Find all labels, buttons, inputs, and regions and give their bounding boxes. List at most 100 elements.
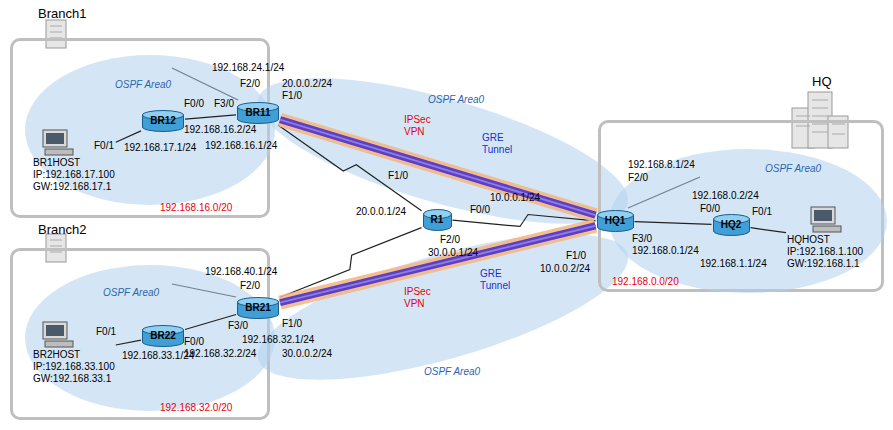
- window: [796, 116, 810, 117]
- router-name: BR21: [245, 302, 271, 314]
- window: [812, 108, 828, 109]
- pc-icon: [809, 206, 843, 234]
- window: [50, 252, 62, 253]
- host-address: IP:192.168.17.100: [33, 169, 115, 181]
- interface-label: 192.168.33.1/24: [122, 350, 194, 362]
- host-address: GW:192.168.1.1: [787, 258, 863, 270]
- host-address: GW:192.168.17.1: [33, 181, 115, 193]
- interface-label: 192.168.16.2/24: [184, 124, 256, 136]
- pc-base: [45, 149, 73, 155]
- router: HQ1: [597, 210, 634, 232]
- router: BR11: [237, 102, 279, 124]
- interface-label: 30.0.0.2/24: [282, 348, 332, 360]
- interface-label: F0/1: [94, 140, 114, 152]
- window: [812, 124, 828, 125]
- interface-label: F2/0: [240, 280, 260, 292]
- host-name: HQHOST: [787, 234, 863, 246]
- router-name: BR22: [150, 330, 176, 342]
- tunnel-label: GRE Tunnel: [482, 132, 522, 156]
- window: [832, 124, 845, 125]
- window: [50, 32, 62, 33]
- interface-label: F2/0: [240, 78, 260, 90]
- pc-base: [45, 341, 73, 347]
- interface-label: 192.168.32.2/24: [184, 348, 256, 360]
- interface-label: F0/1: [752, 206, 772, 218]
- router: BR22: [142, 325, 184, 347]
- pc-icon: [41, 321, 75, 349]
- window: [832, 134, 845, 135]
- tunnel-label: GRE Tunnel: [480, 268, 520, 292]
- pc-icon: [41, 129, 75, 157]
- interface-label: F0/1: [96, 326, 116, 338]
- area-label: OSPF Area0: [103, 287, 159, 299]
- ospf-ellipse: [609, 149, 887, 293]
- interface-label: 192.168.0.2/24: [692, 190, 759, 202]
- interface-label: F1/0: [566, 250, 586, 262]
- router: BR21: [237, 297, 279, 319]
- subnet-label: IPSec VPN: [404, 114, 440, 138]
- interface-label: 192.168.24.1/24: [212, 62, 284, 74]
- interface-label: 192.168.8.1/24: [628, 159, 695, 171]
- host-address: GW:192.168.33.1: [33, 373, 115, 385]
- host-name: BR2HOST: [33, 349, 115, 361]
- pc-screen: [811, 207, 835, 224]
- interface-label: F0/0: [700, 203, 720, 215]
- interface-label: F2/0: [440, 234, 460, 246]
- subnet-label: IPSec VPN: [404, 286, 440, 310]
- interface-label: 192.168.32.1/24: [242, 334, 314, 346]
- pc-screen: [43, 322, 67, 339]
- router: HQ2: [713, 214, 750, 236]
- interface-label: 20.0.0.2/24: [282, 78, 332, 90]
- window: [50, 240, 62, 241]
- subnet-label: 192.168.32.0/20: [160, 402, 232, 414]
- host-pc: HQHOSTIP:192.168.1.100GW:192.168.1.1: [787, 206, 863, 270]
- interface-label: 10.0.0.1/24: [490, 192, 540, 204]
- subnet-label: 192.168.16.0/20: [160, 202, 232, 214]
- window: [796, 126, 810, 127]
- interface-label: 20.0.0.1/24: [356, 206, 406, 218]
- interface-label: F1/0: [282, 90, 302, 102]
- router-name: BR12: [150, 115, 176, 127]
- building: [46, 20, 66, 48]
- area-label: OSPF Area0: [115, 79, 171, 91]
- pc-display: [46, 133, 64, 144]
- router: R1: [423, 209, 452, 231]
- site-name: Branch2: [38, 222, 86, 237]
- interface-label: 192.168.17.1/24: [124, 142, 196, 154]
- area-label: OSPF Area0: [428, 94, 484, 106]
- window: [50, 26, 62, 27]
- interface-label: 192.168.16.1/24: [205, 140, 277, 152]
- interface-label: F2/0: [628, 172, 648, 184]
- router-name: R1: [431, 214, 444, 226]
- pc-display: [814, 210, 832, 221]
- interface-label: F0/0: [184, 98, 204, 110]
- window: [50, 246, 62, 247]
- ospf-ellipse: [244, 48, 642, 254]
- window: [812, 132, 828, 133]
- host-name: BR1HOST: [33, 157, 115, 169]
- window: [812, 116, 828, 117]
- host-pc: BR1HOSTIP:192.168.17.100GW:192.168.17.1: [33, 129, 115, 193]
- interface-label: 192.168.1.1/24: [700, 258, 767, 270]
- pc-base: [813, 226, 841, 232]
- ospf-ellipse: [25, 265, 275, 411]
- pc-display: [46, 325, 64, 336]
- window: [812, 100, 828, 101]
- router: BR12: [142, 110, 184, 132]
- pc-screen: [43, 130, 67, 147]
- ospf-area: OSPF Area0HQ2HQHOSTIP:192.168.1.100GW:19…: [609, 149, 887, 293]
- interface-label: F0/0: [470, 204, 490, 216]
- interface-label: F1/0: [282, 318, 302, 330]
- ospf-ellipse: [244, 204, 642, 410]
- interface-label: F3/0: [214, 98, 234, 110]
- area-label: OSPF Area0: [424, 366, 480, 378]
- interface-label: F3/0: [228, 320, 248, 332]
- interface-label: 192.168.0.1/24: [632, 245, 699, 257]
- host-address: IP:192.168.33.100: [33, 361, 115, 373]
- interface-label: F1/0: [388, 170, 408, 182]
- router-name: BR11: [245, 107, 270, 119]
- interface-label: 30.0.0.1/24: [428, 247, 478, 259]
- router-name: HQ1: [605, 215, 626, 227]
- ospf-area: OSPF Area0BR21BR22BR2HOSTIP:192.168.33.1…: [25, 265, 275, 411]
